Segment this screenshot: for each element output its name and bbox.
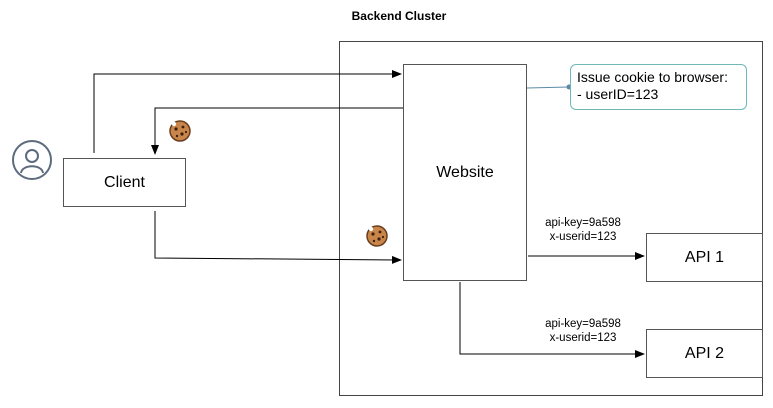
- api2-headers-label: api-key=9a598 x-userid=123: [528, 317, 638, 345]
- cookie-note-line1: Issue cookie to browser:: [577, 69, 728, 85]
- cookie-icon: [169, 120, 191, 142]
- website-to-api2-arrow: [459, 282, 645, 358]
- api1-headers-label: api-key=9a598 x-userid=123: [528, 216, 638, 244]
- note-connector: [526, 86, 570, 89]
- backend-cluster-boundary: [339, 41, 763, 396]
- website-to-client-arrow: [151, 107, 403, 155]
- cookie-note-line2: - userID=123: [577, 86, 659, 102]
- client-node: Client: [63, 158, 186, 207]
- cookie-note: Issue cookie to browser: - userID=123: [570, 64, 747, 110]
- cookie-icon: [366, 225, 388, 247]
- client-cookie-request-arrow: [154, 211, 402, 264]
- api2-header-userid: x-userid=123: [549, 332, 617, 344]
- user-icon: [12, 140, 52, 180]
- api2-node: API 2: [646, 329, 763, 378]
- api1-node: API 1: [646, 233, 763, 282]
- api2-header-key: api-key=9a598: [545, 318, 621, 330]
- client-to-website-arrow: [93, 70, 402, 153]
- api1-header-userid: x-userid=123: [549, 231, 617, 243]
- website-node: Website: [403, 64, 527, 281]
- cluster-title: Backend Cluster: [351, 9, 447, 23]
- api1-header-key: api-key=9a598: [545, 217, 621, 229]
